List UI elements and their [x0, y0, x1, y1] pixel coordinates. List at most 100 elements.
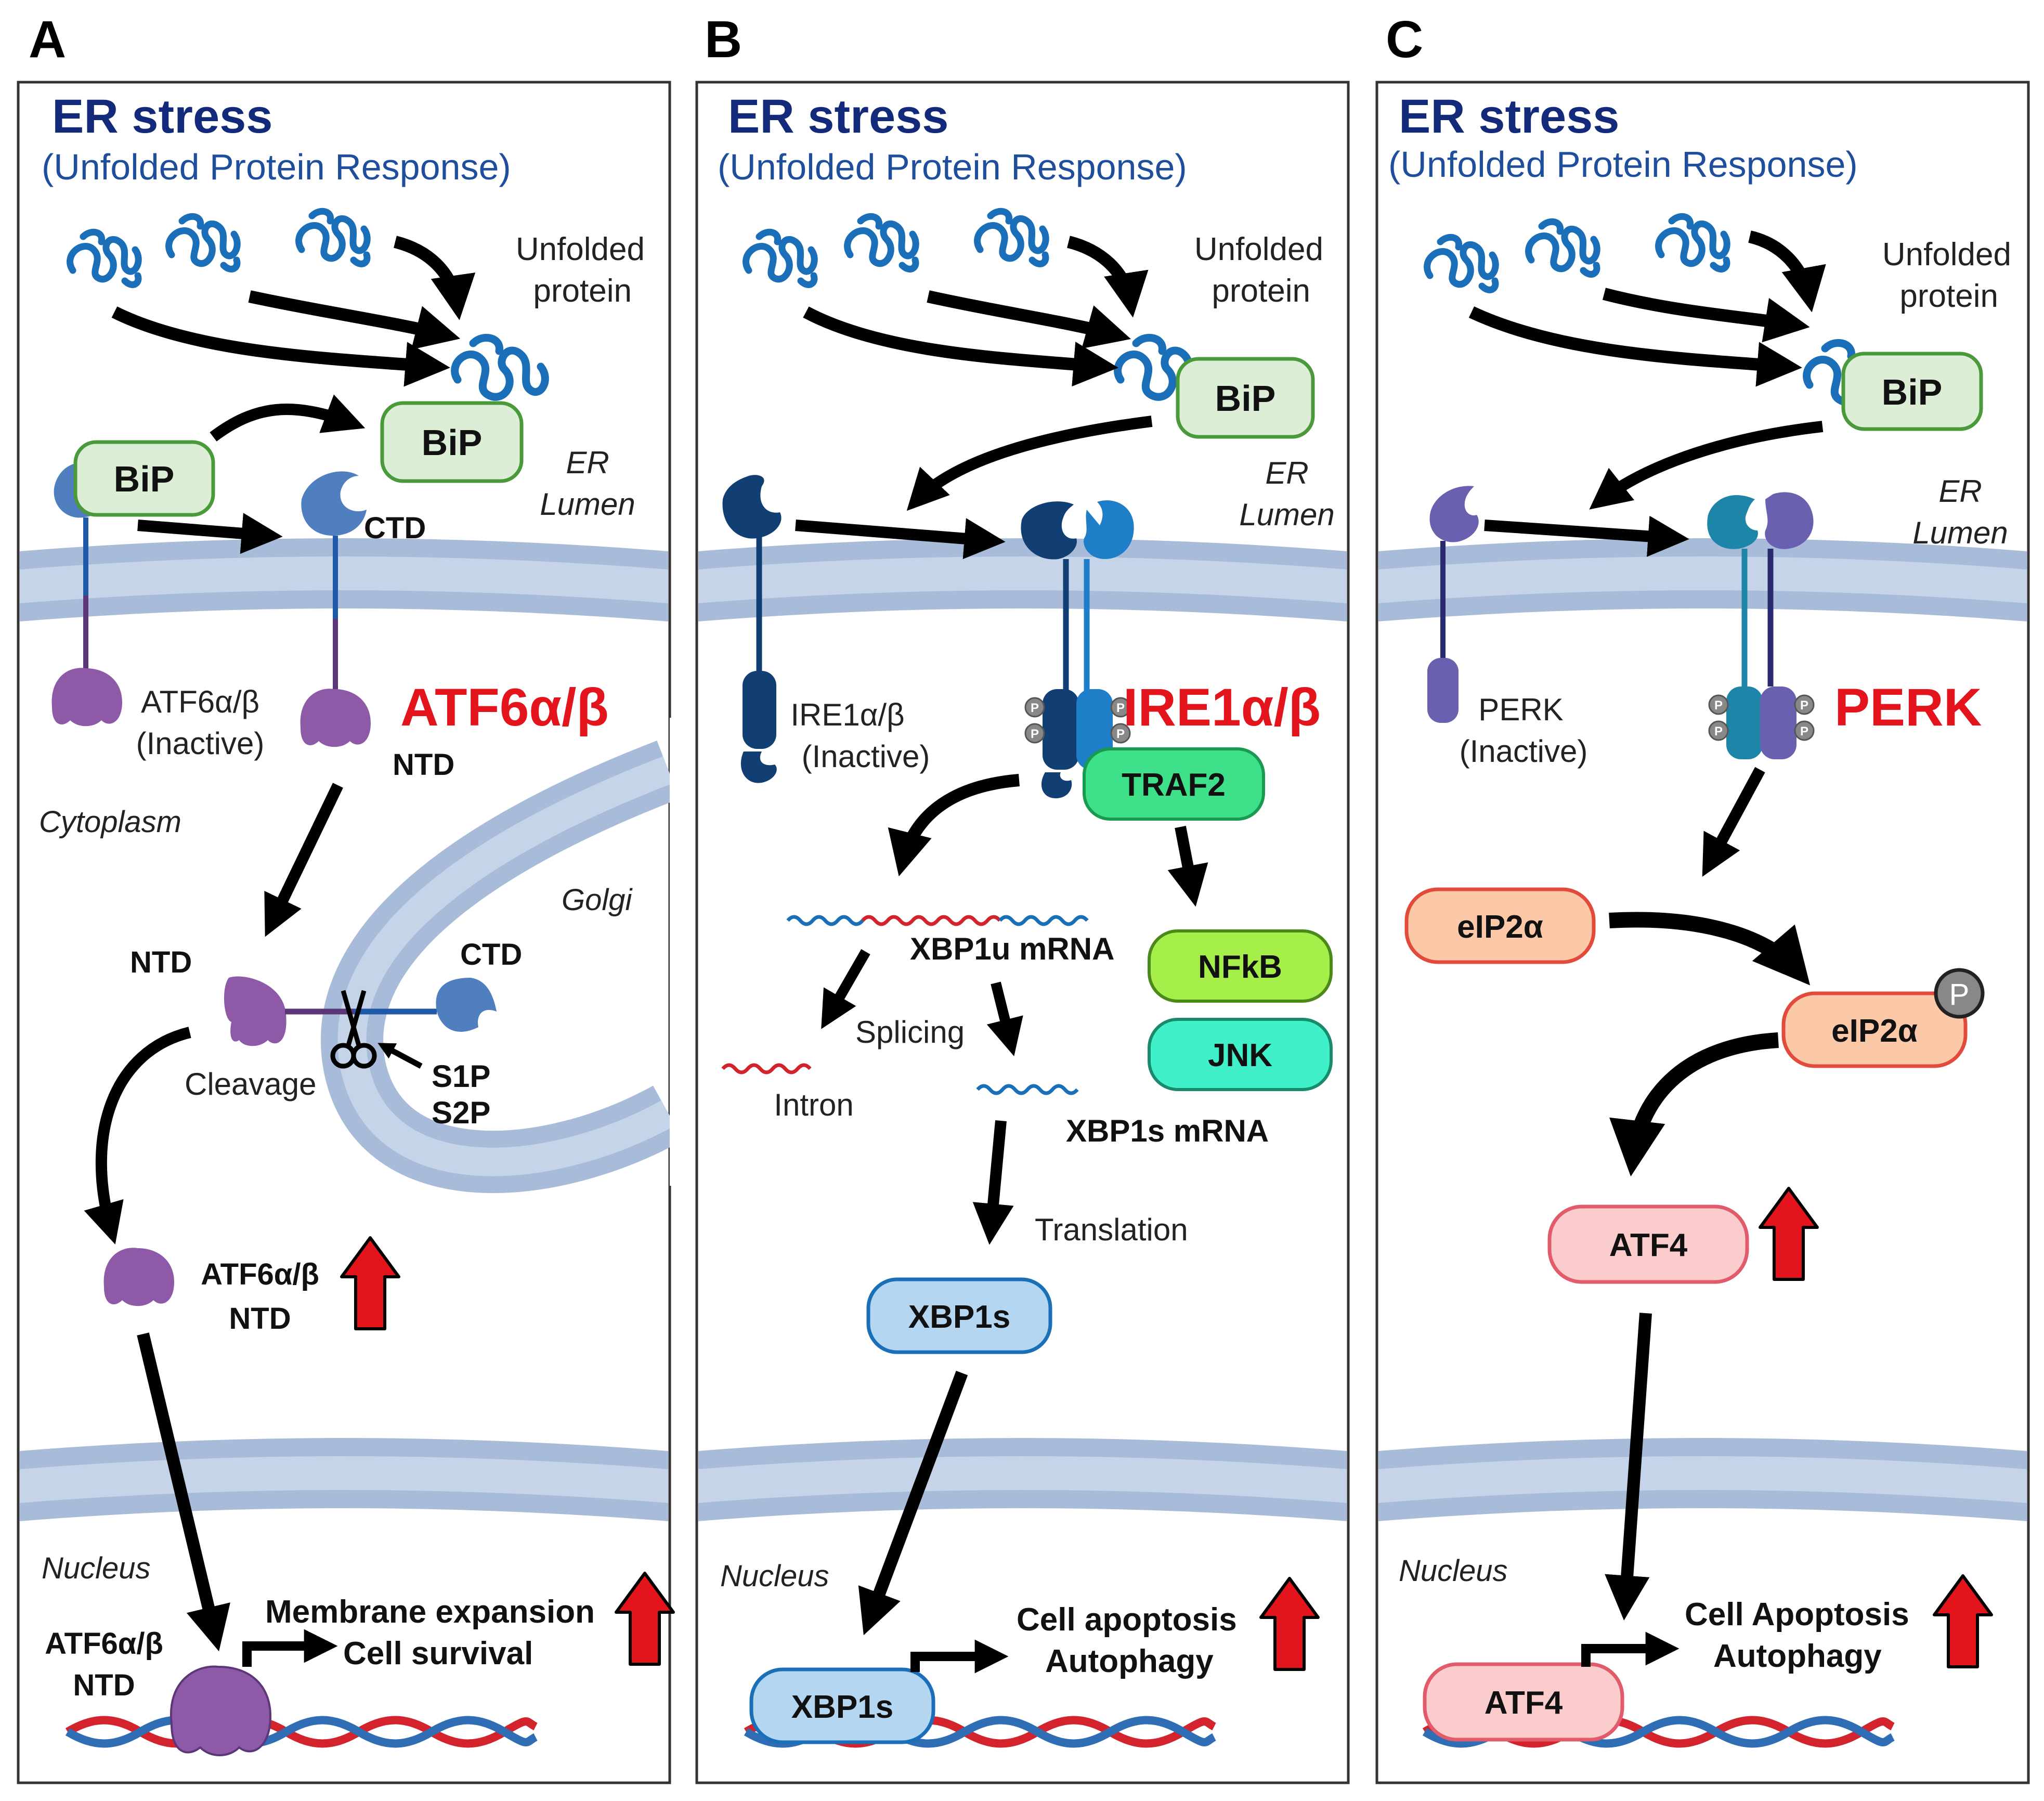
- atf4-nuclear-node: [1423, 1662, 1624, 1742]
- panel-letter-c: C: [1386, 10, 1423, 69]
- ire1-active-lumenal: [1084, 500, 1134, 559]
- phospho-icon: [1024, 723, 1045, 744]
- bip-inactive-label: BiP: [114, 459, 175, 499]
- sensor-name-ire1: IRE1α/β: [1123, 678, 1321, 737]
- arrow: [1581, 1631, 1680, 1667]
- phospho-icon: [1024, 697, 1045, 718]
- phospho-label: P: [1800, 724, 1808, 738]
- intron-rna: [721, 1063, 812, 1074]
- splicing-label: Splicing: [855, 1015, 965, 1049]
- arrow: [910, 1639, 1009, 1674]
- outcome-text: Membrane expansion: [265, 1594, 595, 1630]
- arrow: [210, 394, 366, 442]
- arrow: [111, 306, 450, 387]
- unfolded-protein-label: Unfolded: [1194, 231, 1323, 267]
- lumen-label: Lumen: [1912, 515, 2008, 550]
- nucleus-label: Nucleus: [1399, 1554, 1508, 1588]
- translation-label: Translation: [1035, 1212, 1188, 1247]
- bip-bound: [380, 401, 524, 483]
- arrow: [137, 513, 283, 554]
- perk-inactive-label: (Inactive): [1460, 734, 1588, 769]
- outcome-text: Cell survival: [343, 1636, 533, 1672]
- atf6-ctd-golgi: [436, 978, 497, 1032]
- lumen-label: ER: [1938, 474, 1982, 509]
- atf6-ctd-active: [301, 471, 367, 536]
- intron-label: Intron: [774, 1087, 853, 1122]
- ire1-inactive-kinase: [743, 671, 776, 749]
- atf6-inactive-label: ATF6α/β: [141, 684, 259, 719]
- arrow: [986, 981, 1023, 1056]
- unfolded-protein-label: protein: [1899, 278, 1998, 314]
- xbp1s-mrna-label: XBP1s mRNA: [1066, 1113, 1269, 1148]
- phospho-icon: [1110, 697, 1131, 718]
- arrow: [888, 774, 1020, 877]
- atf6-ntd-fragment-label: NTD: [229, 1302, 291, 1336]
- arrow: [393, 236, 476, 320]
- bip-bound-label: BiP: [422, 422, 483, 463]
- golgi-label: Golgi: [562, 883, 633, 917]
- panel-b: ER stress (Unfolded Protein Response) Un…: [718, 90, 1335, 1748]
- ctd-label: CTD: [364, 511, 426, 545]
- bip-bound: [1841, 352, 1983, 431]
- xbp1u-mrna: [786, 915, 864, 926]
- perk-active-kinase: [1726, 686, 1763, 759]
- nfkb-node: [1148, 929, 1333, 1003]
- perk-active-lumenal: [1707, 495, 1758, 549]
- jnk-node: [1148, 1018, 1333, 1091]
- lumen-label: ER: [1265, 456, 1308, 490]
- perk-inactive-lumenal: [1429, 486, 1479, 542]
- lumen-label: ER: [566, 445, 609, 480]
- arrow: [906, 416, 1153, 511]
- xbp1u-intron: [861, 915, 1001, 926]
- arrow: [1167, 825, 1208, 907]
- ntd-golgi-label: NTD: [130, 945, 192, 979]
- atf4-nuclear-label: ATF4: [1485, 1685, 1563, 1721]
- arrow: [1609, 1032, 1779, 1177]
- phospho-label: P: [1116, 701, 1125, 715]
- ire1-active-kinase: [1043, 689, 1079, 770]
- ire1-inactive-label: IRE1α/β: [790, 697, 904, 732]
- atf4-label: ATF4: [1609, 1227, 1688, 1263]
- arrow: [1609, 912, 1811, 986]
- unfolded-protein-label: protein: [533, 273, 632, 309]
- panel-a: ER stress (Unfolded Protein Response) Un…: [39, 90, 673, 1756]
- atf6-ntd-active: [300, 689, 371, 747]
- phospho-icon: [1934, 968, 1985, 1019]
- panel-a-subheader: (Unfolded Protein Response): [42, 147, 511, 187]
- protease-label: S2P: [432, 1095, 490, 1130]
- eif2a-p-node: [1781, 991, 1968, 1068]
- atf4-node: [1547, 1204, 1749, 1284]
- arrow: [972, 1120, 1014, 1245]
- dna-strand: [65, 1716, 538, 1748]
- outcome-text: Autophagy: [1045, 1643, 1214, 1679]
- ire1-inactive-label: (Inactive): [802, 739, 930, 774]
- phospho-icon: [1708, 720, 1729, 741]
- xbp1s-nuclear-label: XBP1s: [791, 1689, 893, 1725]
- eif2a-p-label: eIP2α: [1831, 1013, 1918, 1049]
- atf6-ntd-nuclear-label: ATF6α/β: [45, 1627, 163, 1661]
- traf2-node: [1083, 747, 1265, 821]
- eif2a-label: eIP2α: [1457, 909, 1543, 945]
- ire1-active-rnase: [1041, 772, 1072, 798]
- perk-active-kinase: [1760, 686, 1796, 759]
- atf6-ntd-fragment-label: ATF6α/β: [201, 1258, 319, 1291]
- phospho-icon: [1110, 723, 1131, 744]
- arrow: [803, 306, 1118, 387]
- arrow: [1748, 230, 1826, 313]
- phospho-label: P: [1116, 727, 1125, 741]
- panel-a-header: ER stress: [52, 90, 272, 143]
- atf6-ntd-nuclear: [170, 1665, 272, 1756]
- cytoplasm-label: Cytoplasm: [39, 805, 181, 839]
- panel-b-subheader: (Unfolded Protein Response): [718, 147, 1187, 187]
- nfkb-label: NFkB: [1198, 949, 1282, 985]
- arrow: [264, 783, 343, 937]
- phospho-icon: [1794, 720, 1815, 741]
- protease-label: S1P: [432, 1059, 490, 1094]
- arrow: [1702, 767, 1765, 877]
- panel-c-header: ER stress: [1399, 90, 1619, 143]
- phospho-label: P: [1714, 698, 1723, 712]
- panel-letter-a: A: [29, 10, 66, 69]
- xbp1u-label: XBP1u mRNA: [910, 931, 1114, 966]
- arrow: [1484, 515, 1689, 557]
